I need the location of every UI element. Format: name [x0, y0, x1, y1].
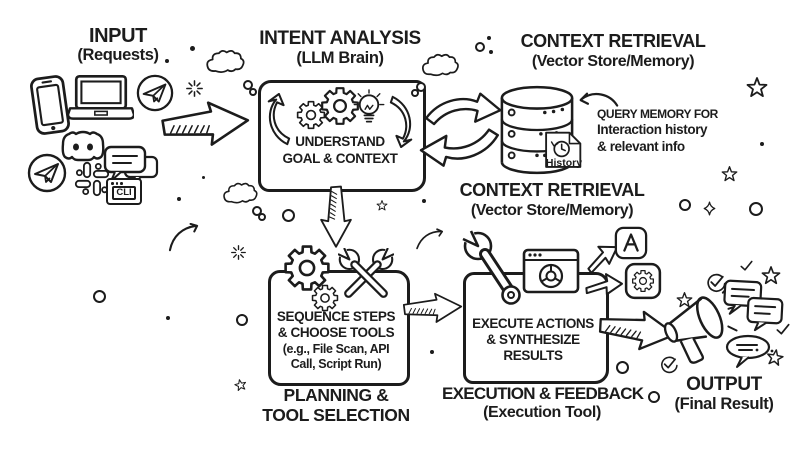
- execution-sublabel: (Execution Tool): [483, 404, 601, 421]
- thought-cloud-icon: [221, 181, 259, 208]
- flow-arrow-context-to-intent: [418, 124, 501, 169]
- star-icon: [376, 200, 388, 211]
- input-subtitle: (Requests): [77, 46, 159, 64]
- check-circle-icon: [704, 271, 727, 294]
- check-icon: [740, 260, 753, 271]
- laptop-icon: [68, 74, 134, 122]
- circle-doodle: [258, 213, 266, 221]
- circle-doodle: [249, 88, 257, 96]
- check-circle-icon: [658, 354, 679, 375]
- dot: [430, 350, 434, 354]
- dot: [760, 142, 764, 146]
- planning-box-text: & CHOOSE TOOLS: [277, 325, 395, 340]
- context-lower-subtitle: (Vector Store/Memory): [470, 202, 634, 219]
- dot: [489, 50, 493, 54]
- check-icon: [776, 323, 790, 335]
- tools-icon: [338, 248, 394, 304]
- gear-icon: [311, 284, 339, 312]
- query-note: & relevant info: [597, 139, 685, 154]
- sparkle-icon: [231, 245, 246, 260]
- wrench-icon: [462, 230, 526, 318]
- dot: [166, 316, 170, 320]
- circle-doodle: [749, 202, 763, 216]
- arrow-to-settings-icon: [583, 268, 627, 298]
- browser-icon: [522, 248, 580, 294]
- execution-box-text: EXECUTE ACTIONS: [472, 316, 594, 331]
- circle-doodle: [243, 80, 253, 90]
- dot: [190, 46, 195, 51]
- intent-subtitle: (LLM Brain): [296, 49, 384, 67]
- planning-box-text: Call, Script Run): [290, 357, 382, 371]
- star-icon: [765, 348, 786, 368]
- planning-box: [268, 270, 410, 386]
- circle-doodle: [411, 89, 419, 97]
- cli-label: CLI: [112, 185, 136, 200]
- telegram-icon: [27, 153, 67, 193]
- star-icon: [721, 166, 738, 182]
- flow-arrow-intent-to-planning: [319, 184, 353, 250]
- history-label: History: [545, 157, 583, 169]
- planning-box-text: (e.g., File Scan, API: [282, 342, 390, 356]
- execution-box-text: & SYNTHESIZE: [486, 332, 580, 347]
- circle-doodle: [416, 82, 426, 92]
- planning-label: TOOL SELECTION: [262, 405, 410, 425]
- input-title: INPUT: [88, 25, 147, 47]
- thought-cloud-icon: [420, 52, 460, 81]
- lightbulb-icon: [352, 88, 386, 132]
- thought-cloud-icon: [203, 48, 247, 78]
- circle-doodle: [282, 209, 295, 222]
- execution-label: EXECUTION & FEEDBACK: [442, 384, 644, 403]
- circle-doodle: [236, 314, 248, 326]
- flow-arrow-planning-to-execution: [401, 288, 465, 327]
- circle-doodle: [475, 42, 485, 52]
- sparkle-icon: [702, 201, 717, 216]
- circle-doodle: [616, 361, 629, 374]
- curved-arrow-icon: [167, 223, 201, 253]
- circle-doodle: [679, 199, 691, 211]
- sparkle-icon: [186, 80, 203, 97]
- curved-arrow-icon: [414, 223, 446, 257]
- intent-box-text: UNDERSTAND: [295, 134, 385, 149]
- star-icon: [746, 77, 768, 98]
- query-note: Interaction history: [597, 122, 708, 137]
- dot: [202, 176, 205, 179]
- dot: [422, 199, 426, 203]
- context-subtitle: (Vector Store/Memory): [531, 53, 695, 70]
- star-icon: [761, 266, 781, 285]
- planning-box-text: SEQUENCE STEPS: [276, 309, 396, 324]
- intent-title: INTENT ANALYSIS: [259, 28, 421, 49]
- circle-doodle: [93, 290, 106, 303]
- cli-window-dots: [111, 182, 123, 185]
- context-title: CONTEXT RETRIEVAL: [520, 31, 706, 51]
- star-icon: [676, 292, 693, 308]
- execution-box-text: RESULTS: [503, 348, 563, 363]
- cli-window-icon: CLI: [106, 178, 142, 205]
- dot: [177, 197, 181, 201]
- query-note: QUERY MEMORY FOR: [597, 107, 718, 121]
- flow-arrow-input-to-intent: [158, 96, 254, 152]
- app-store-icon: [614, 226, 648, 260]
- output-subtitle: (Final Result): [674, 395, 774, 413]
- intent-box-text: GOAL & CONTEXT: [282, 151, 398, 166]
- output-title: OUTPUT: [686, 374, 762, 395]
- dot: [165, 59, 169, 63]
- dot: [487, 36, 491, 40]
- circle-doodle: [252, 206, 262, 216]
- circle-doodle: [648, 391, 660, 403]
- context-lower-title: CONTEXT RETRIEVAL: [459, 180, 645, 200]
- planning-label: PLANNING &: [283, 385, 389, 405]
